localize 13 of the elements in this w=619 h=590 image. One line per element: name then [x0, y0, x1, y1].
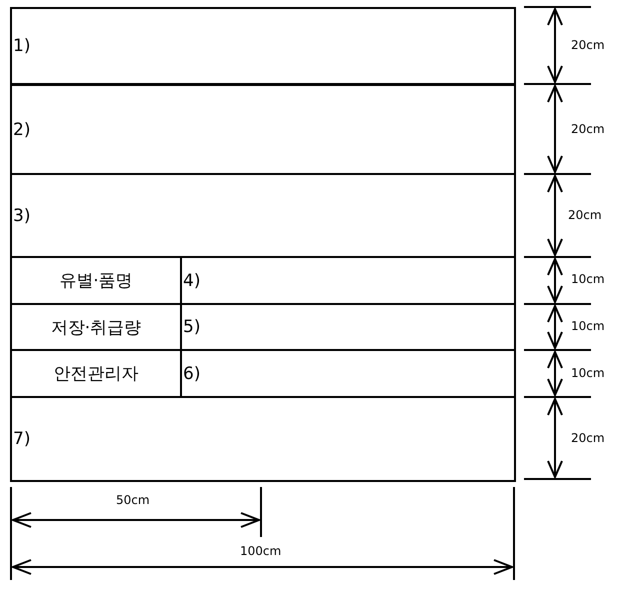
dimension-label: 100cm — [240, 544, 282, 558]
dimension-label: 10cm — [571, 319, 605, 333]
dimension-label: 10cm — [571, 272, 605, 286]
dimension-label: 20cm — [568, 208, 602, 222]
sign-section: 2) — [10, 84, 516, 175]
sign-section: 1) — [10, 7, 516, 85]
dimension-label: 20cm — [571, 122, 605, 136]
dimension-label: 20cm — [571, 38, 605, 52]
dimension-label: 20cm — [571, 431, 605, 445]
sign-section: 3) — [10, 173, 516, 258]
dimension-label: 50cm — [116, 493, 150, 507]
dimension-label: 10cm — [571, 366, 605, 380]
sign-section: 7) — [10, 396, 516, 482]
